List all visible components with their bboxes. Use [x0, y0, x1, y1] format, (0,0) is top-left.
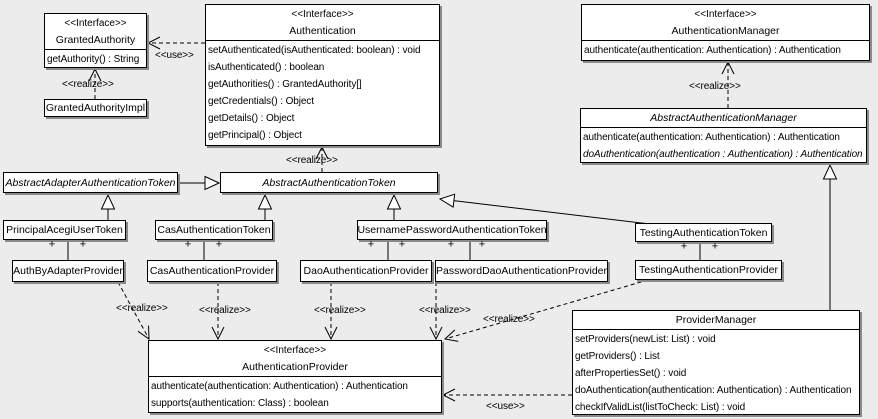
class-name: CasAuthenticationProvider — [149, 265, 275, 277]
class-authentication-manager: <<Interface>> AuthenticationManager auth… — [581, 4, 870, 61]
class-title: <<Interface>> AuthenticationManager — [582, 5, 869, 41]
class-abstract-authentication-manager: AbstractAuthenticationManager authentica… — [580, 108, 867, 163]
class-name: DaoAuthenticationProvider — [303, 265, 429, 277]
realize-label-granted-authority-impl: <<realize>> — [62, 79, 114, 90]
class-cas-authentication-provider: CasAuthenticationProvider — [147, 260, 277, 282]
member-row: getAuthority() : String — [47, 54, 140, 65]
class-name: GrantedAuthority — [55, 34, 136, 46]
class-name: PrincipalAcegiUserToken — [6, 224, 123, 236]
realize-label-password-dao-authentication-provider: <<realize>> — [419, 305, 471, 316]
member-row: doAuthentication(authentication: Authent… — [575, 385, 852, 396]
class-name: AuthenticationProvider — [242, 361, 348, 373]
class-name: AbstractAuthenticationToken — [262, 176, 396, 189]
association-plus-mark: + — [215, 238, 223, 251]
class-abstract-authentication-token: AbstractAuthenticationToken — [220, 172, 438, 193]
class-testing-authentication-provider: TestingAuthenticationProvider — [635, 260, 782, 280]
class-name: TestingAuthenticationProvider — [639, 264, 778, 276]
association-plus-mark: + — [79, 238, 87, 251]
association-edges — [67, 240, 701, 260]
association-plus-mark: + — [398, 238, 406, 251]
class-name: AbstractAdapterAuthenticationToken — [5, 176, 176, 189]
class-username-password-authentication-token: UsernamePasswordAuthenticationToken — [357, 220, 547, 240]
member-row: supports(authentication: Class) : boolea… — [151, 398, 329, 409]
class-name: Authentication — [289, 25, 356, 37]
association-plus-mark: + — [711, 240, 719, 253]
class-name: ProviderManager — [675, 314, 757, 326]
realize-label-cas-authentication-provider: <<realize>> — [199, 305, 251, 316]
member-row: authenticate(authentication: Authenticat… — [584, 45, 841, 56]
member-row: authenticate(authentication: Authenticat… — [583, 132, 840, 143]
association-plus-mark: + — [447, 238, 455, 251]
class-name: UsernamePasswordAuthenticationToken — [357, 224, 547, 236]
association-plus-mark: + — [48, 238, 56, 251]
member-row: authenticate(authentication: Authenticat… — [151, 381, 408, 392]
class-title: ProviderManager — [573, 311, 859, 330]
stereotype-label: <<Interface>> — [694, 9, 757, 20]
member-row: isAuthenticated() : boolean — [208, 62, 325, 73]
class-authentication-provider: <<Interface>> AuthenticationProvider aut… — [148, 340, 442, 413]
member-row: doAuthentication(authentication : Authen… — [583, 149, 863, 160]
member-row: setProviders(newList: List) : void — [575, 334, 716, 345]
stereotype-label: <<Interface>> — [291, 9, 354, 20]
class-name: AuthenticationManager — [671, 25, 780, 37]
association-plus-mark: + — [680, 240, 688, 253]
class-provider-manager: ProviderManager setProviders(newList: Li… — [572, 310, 860, 415]
class-abstract-adapter-authentication-token: AbstractAdapterAuthenticationToken — [3, 172, 178, 193]
member-row: checkIfValidList(listToCheck: List) : vo… — [575, 402, 746, 413]
class-password-dao-authentication-provider: PasswordDaoAuthenticationProvider — [435, 260, 608, 282]
member-row: afterPropertiesSet() : void — [575, 368, 687, 379]
stereotype-label: <<Interface>> — [64, 18, 127, 29]
class-granted-authority: <<Interface>> GrantedAuthority getAuthor… — [44, 13, 147, 68]
class-authentication: <<Interface>> Authentication setAuthenti… — [205, 4, 440, 146]
association-plus-mark: + — [478, 238, 486, 251]
member-row: getPrincipal() : Object — [208, 130, 302, 141]
class-title: AbstractAuthenticationManager — [581, 109, 866, 128]
member-row: setAuthenticated(isAuthenticated: boolea… — [208, 45, 421, 56]
class-dao-authentication-provider: DaoAuthenticationProvider — [300, 260, 432, 282]
class-title: <<Interface>> GrantedAuthority — [45, 14, 146, 50]
class-principal-acegi-user-token: PrincipalAcegiUserToken — [3, 220, 126, 240]
realize-label-auth-by-adapter-provider: <<realize>> — [116, 303, 168, 314]
use-label-provider-manager: <<use>> — [486, 401, 525, 412]
class-testing-authentication-token: TestingAuthenticationToken — [635, 223, 772, 242]
class-title: <<Interface>> Authentication — [206, 5, 439, 41]
class-name: AbstractAuthenticationManager — [650, 112, 797, 124]
class-name: PasswordDaoAuthenticationProvider — [436, 265, 608, 277]
stereotype-label: <<Interface>> — [263, 345, 327, 356]
realize-label-abstract-authentication-manager: <<realize>> — [689, 81, 741, 92]
association-plus-mark: + — [367, 238, 375, 251]
member-row: getCredentials() : Object — [208, 96, 314, 107]
class-name: GrantedAuthorityImpl — [45, 102, 146, 114]
member-row: getProviders() : List — [575, 351, 660, 362]
class-granted-authority-impl: GrantedAuthorityImpl — [44, 99, 147, 117]
realize-label-dao-authentication-provider: <<realize>> — [314, 305, 366, 316]
member-row: getDetails() : Object — [208, 113, 295, 124]
class-name: TestingAuthenticationToken — [639, 226, 768, 239]
class-name: AuthByAdapterProvider — [13, 265, 123, 277]
class-auth-by-adapter-provider: AuthByAdapterProvider — [12, 260, 124, 282]
realize-label-testing-authentication-provider: <<realize>> — [483, 314, 535, 325]
class-cas-authentication-token: CasAuthenticationToken — [155, 220, 273, 240]
member-row: getAuthorities() : GrantedAuthority[] — [208, 79, 362, 90]
class-name: CasAuthenticationToken — [157, 224, 271, 236]
class-title: <<Interface>> AuthenticationProvider — [149, 341, 441, 377]
realize-label-abstract-authentication-token: <<realize>> — [286, 155, 338, 166]
association-plus-mark: + — [184, 238, 192, 251]
use-label-authentication-granted-authority: <<use>> — [155, 50, 194, 61]
